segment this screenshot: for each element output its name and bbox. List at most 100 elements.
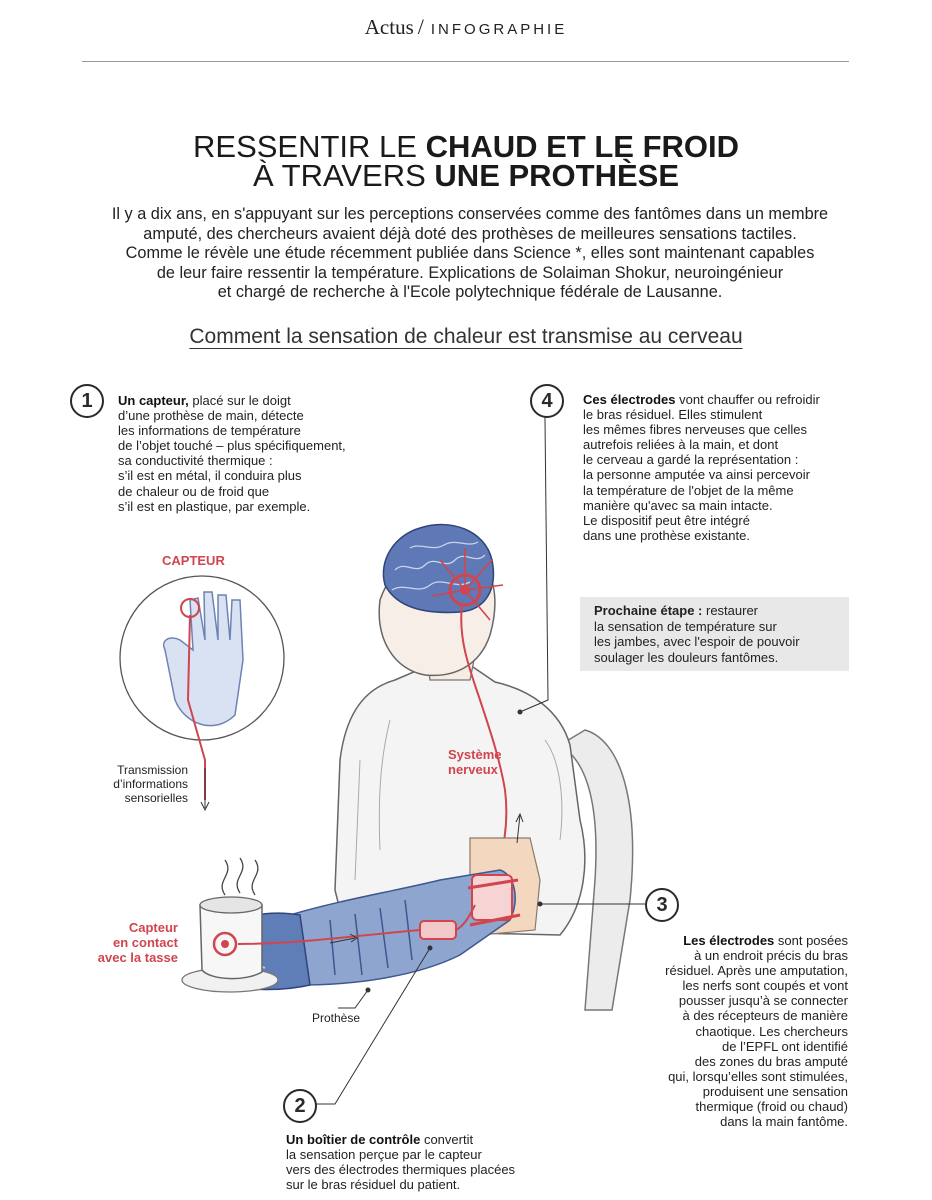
leader-dot-2: [427, 945, 433, 951]
step-3-line: de l’EPFL ont identifié: [722, 1038, 848, 1054]
step-1-line: de chaleur ou de froid que: [118, 483, 270, 499]
cup-sensor-label: Capteur en contact avec la tasse: [88, 920, 178, 965]
step-4-line: le cerveau a gardé la représentation :: [583, 452, 799, 468]
electrode-straps: [467, 878, 521, 927]
sensor-wire: [237, 929, 421, 945]
step-3-first-line: sont posées: [774, 933, 848, 948]
brain-stimulation-burst: [431, 548, 504, 621]
intro-line: et chargé de recherche à l'Ecole polytec…: [217, 283, 723, 302]
step-1-text: Un capteur, placé sur le doigt d’une pro…: [118, 393, 346, 514]
subtitle-text: Comment la sensation de chaleur est tran…: [189, 325, 743, 348]
intro-line: Il y a dix ans, en s'appuyant sur les pe…: [111, 205, 829, 223]
step-3-line: les nerfs sont coupés et vont: [682, 978, 848, 994]
step-3-line: qui, lorsqu’elles sont stimulées,: [668, 1068, 848, 1084]
next-step-lead: Prochaine étape :: [594, 603, 703, 618]
next-step-line: soulager les douleurs fantômes.: [594, 649, 779, 665]
step-4-line: la personne amputée va ainsi percevoir: [583, 467, 810, 483]
page-title-line-2: À TRAVERS UNE PROTHÈSE: [0, 160, 932, 191]
step-3-line: chaotique. Les chercheurs: [695, 1023, 848, 1039]
box-to-electrode-wire: [455, 904, 476, 931]
header-divider: [82, 61, 849, 62]
step-2-line: sur le bras résiduel du patient.: [286, 1177, 461, 1193]
flow-arrow-head: [349, 933, 358, 943]
next-step-text: Prochaine étape : restaurer la sensation…: [594, 603, 800, 665]
step-1-line: les informations de température: [118, 423, 301, 439]
step-1-number: 1: [70, 384, 104, 418]
capteur-label: CAPTEUR: [162, 553, 225, 568]
step-1-line: d’une prothèse de main, détecte: [118, 408, 304, 424]
title-bold-1: CHAUD ET LE FROID: [425, 129, 739, 164]
control-box: [419, 920, 457, 940]
step-1-line: sa conductivité thermique :: [118, 453, 273, 469]
transmission-arrow-head: [200, 801, 210, 812]
title-bold-2: UNE PROTHÈSE: [434, 158, 680, 193]
step-4-number: 4: [530, 384, 564, 418]
cup: [199, 904, 263, 980]
next-step-line: les jambes, avec l'espoir de pouvoir: [594, 634, 800, 649]
prothese-label: Prothèse: [312, 1011, 361, 1025]
transmission-line: Transmission: [117, 763, 188, 777]
leader-line-4: [519, 414, 549, 713]
title-regular-2: À TRAVERS: [252, 158, 435, 193]
brand-logo: Actus: [364, 15, 414, 39]
next-step-first-line: restaurer: [702, 603, 759, 618]
capteur-contact-line: en contact: [112, 935, 178, 950]
step-3-line: thermique (froid ou chaud): [695, 1099, 848, 1115]
prosthesis-segments: [329, 899, 413, 976]
title-regular-1: RESSENTIR LE: [193, 129, 426, 164]
step-4-line: la température de l'objet de la même: [583, 482, 794, 498]
chair-back: [558, 729, 634, 1011]
intro-line: Comme le révèle une étude récemment publ…: [125, 244, 815, 263]
step-3-line: à un endroit précis du bras: [694, 948, 848, 964]
nervous-system-label: Système nerveux: [448, 747, 501, 777]
steam-icon: [221, 857, 259, 896]
leader-dot-4: [517, 709, 523, 715]
step-3-line: pousser jusqu’à se connecter: [678, 993, 848, 1009]
brain-target-dot: [460, 585, 470, 595]
header-separator: /: [417, 14, 427, 39]
intro-line: de leur faire ressentir la température. …: [156, 263, 784, 282]
brain-folds: [391, 541, 486, 591]
step-4-line: Le dispositif peut être intégré: [583, 512, 750, 528]
step-1-line: de l’objet touché – plus spécifiquement,: [118, 438, 346, 454]
step-2-number: 2: [283, 1089, 317, 1123]
intro-paragraph: Il y a dix ans, en s'appuyant sur les pe…: [70, 205, 870, 303]
step-2-text: Un boîtier de contrôle convertit la sens…: [286, 1132, 515, 1192]
transmission-label: Transmission d’informations sensorielles: [100, 763, 188, 805]
step-3-line: à des récepteurs de manière: [682, 1008, 848, 1024]
shirt-folds: [354, 719, 563, 881]
flow-arrow: [329, 937, 356, 944]
flow-arrow-up-head: [515, 812, 524, 823]
step-3-text: Les électrodes sont posées à un endroit …: [620, 933, 848, 1129]
transmission-line: sensorielles: [124, 791, 188, 805]
cup-sensor-ring: [212, 931, 238, 957]
step-4-lead: Ces électrodes: [583, 392, 676, 407]
section-subtitle: Comment la sensation de chaleur est tran…: [0, 325, 932, 349]
step-4-line: le bras résiduel. Elles stimulent: [583, 407, 763, 423]
step-3-line: dans la main fantôme.: [720, 1114, 848, 1130]
next-step-box: Prochaine étape : restaurer la sensation…: [580, 597, 849, 671]
leader-dot-3: [537, 901, 543, 907]
cup-rim: [199, 896, 263, 914]
cup-sensor-dot: [221, 940, 229, 948]
step-1-line: s’il est en plastique, par exemple.: [118, 498, 311, 514]
step-4-text: Ces électrodes vont chauffer ou refroidi…: [583, 392, 820, 543]
step-4-line: les mêmes fibres nerveuses que celles: [583, 422, 807, 438]
page-title-line-1: RESSENTIR LE CHAUD ET LE FROID: [0, 131, 932, 162]
leader-line-prothese: [338, 989, 369, 1009]
step-3-line: produisent une sensation: [702, 1083, 848, 1099]
step-1-lead: Un capteur,: [118, 393, 189, 408]
section-label: INFOGRAPHIE: [430, 21, 568, 38]
step-3-lead: Les électrodes: [683, 933, 775, 948]
leader-dot-prothese: [365, 987, 371, 993]
step-4-line: autrefois reliées à la main, et dont: [583, 437, 779, 453]
brain-target-icon: [448, 573, 482, 607]
step-2-lead: Un boîtier de contrôle: [286, 1132, 421, 1147]
step-1-line: s’il est en métal, il conduira plus: [118, 468, 302, 484]
inset-sensor-icon: [180, 598, 200, 618]
page-header: Actus/INFOGRAPHIE: [0, 14, 932, 40]
systeme-line: nerveux: [448, 762, 498, 777]
step-2-first-line: convertit: [420, 1132, 474, 1147]
next-step-line: la sensation de température sur: [594, 618, 777, 634]
